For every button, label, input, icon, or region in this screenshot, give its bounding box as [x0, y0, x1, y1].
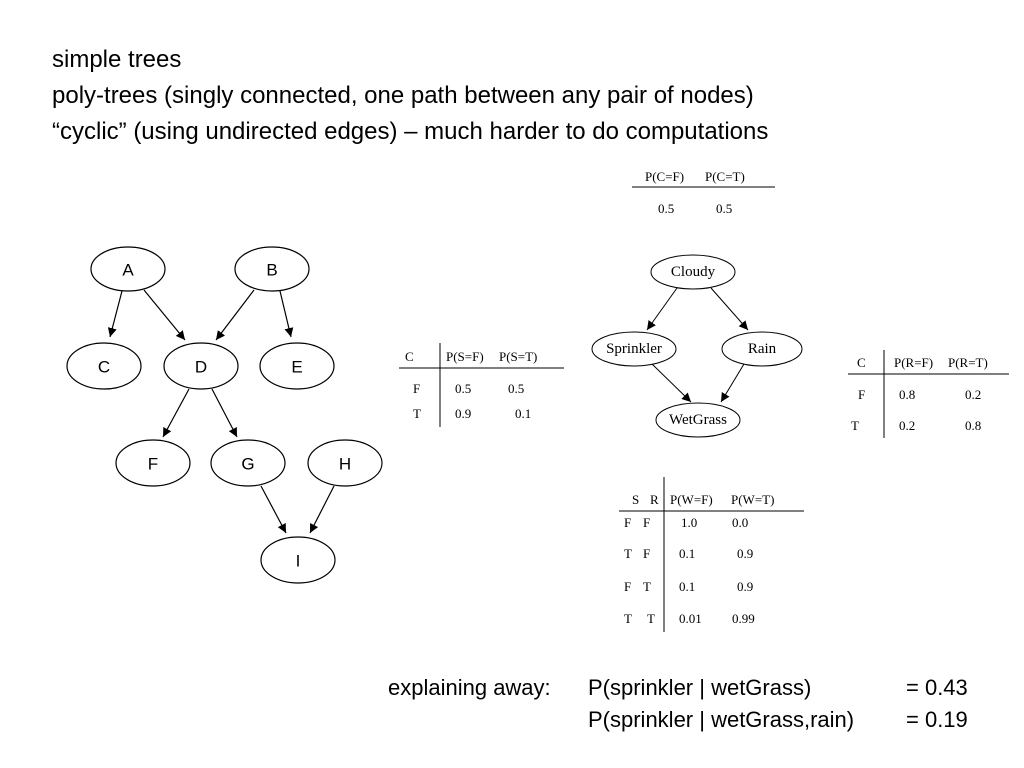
cpt-cloudy-table: P(C=F) P(C=T) 0.5 0.5 [632, 169, 775, 216]
cpt-cloudy-value-cf: 0.5 [658, 201, 674, 216]
node-label-f: F [148, 455, 158, 474]
cpt-sprinkler-cell-1-0: T [413, 406, 421, 421]
cpt-sprinkler-cell-0-2: 0.5 [508, 381, 524, 396]
cpt-rain-cell-1-0: T [851, 418, 859, 433]
cpt-sprinkler-header-sf: P(S=F) [446, 349, 484, 364]
cpt-sprinkler-table: C P(S=F) P(S=T) F 0.5 0.5 T 0.9 0.1 [399, 343, 564, 427]
cpt-rain-header-rt: P(R=T) [948, 355, 988, 370]
sprinkler-network: Cloudy Sprinkler Rain WetGrass [591, 254, 803, 438]
cpt-wetgrass-header-wt: P(W=T) [731, 492, 774, 507]
cpt-wetgrass-cell-3-1: T [647, 611, 655, 626]
node-label-d: D [195, 358, 207, 377]
node-label-sprinkler: Sprinkler [606, 341, 662, 357]
polytree-edges [107, 289, 335, 534]
cpt-wetgrass-cell-2-1: T [643, 579, 651, 594]
cpt-wetgrass-cell-1-3: 0.9 [737, 546, 753, 561]
cpt-rain-cell-1-1: 0.2 [899, 418, 915, 433]
cpt-rain-header-rf: P(R=F) [894, 355, 933, 370]
edge-cloudy-rain [710, 287, 749, 331]
cpt-wetgrass-cell-0-2: 1.0 [681, 515, 697, 530]
edge-rain-wetgrass [720, 363, 745, 403]
cpt-rain-cell-0-1: 0.8 [899, 387, 915, 402]
edge-d-f [162, 388, 190, 438]
cpt-cloudy-header-cf: P(C=F) [645, 169, 684, 184]
cpt-wetgrass-cell-3-0: T [624, 611, 632, 626]
cpt-cloudy-header-ct: P(C=T) [705, 169, 745, 184]
cpt-wetgrass-cell-1-2: 0.1 [679, 546, 695, 561]
node-label-wetgrass: WetGrass [669, 412, 727, 428]
node-rain [721, 331, 803, 367]
headline: simple trees poly-trees (singly connecte… [52, 42, 768, 150]
cpt-sprinkler-header-c: C [405, 349, 414, 364]
cpt-wetgrass-cell-1-1: F [643, 546, 650, 561]
headline-line-simple-trees: simple trees [52, 46, 182, 73]
node-g [210, 439, 286, 487]
node-label-h: H [339, 455, 351, 474]
cpt-wetgrass-cell-3-3: 0.99 [732, 611, 755, 626]
node-wetgrass [655, 402, 741, 438]
node-label-rain: Rain [748, 341, 777, 357]
cpt-wetgrass-header-r: R [650, 492, 659, 507]
cpt-sprinkler-cell-0-1: 0.5 [455, 381, 471, 396]
node-cloudy [650, 254, 736, 290]
edge-cloudy-sprinkler [646, 287, 678, 331]
cpt-rain-cell-0-0: F [858, 387, 865, 402]
cpt-wetgrass-cell-2-2: 0.1 [679, 579, 695, 594]
node-f [115, 439, 191, 487]
edge-g-i [260, 485, 287, 534]
node-c [66, 342, 142, 390]
cpt-wetgrass-cell-3-2: 0.01 [679, 611, 702, 626]
node-label-a: A [122, 261, 134, 280]
cpt-wetgrass-cell-2-3: 0.9 [737, 579, 753, 594]
cpt-wetgrass-cell-2-0: F [624, 579, 631, 594]
node-label-e: E [291, 358, 302, 377]
node-label-i: I [296, 552, 301, 571]
node-a [90, 246, 166, 292]
edge-b-e [279, 290, 294, 338]
cpt-sprinkler-cell-0-0: F [413, 381, 420, 396]
cpt-wetgrass-cell-0-1: F [643, 515, 650, 530]
node-d [163, 342, 239, 390]
node-e [259, 342, 335, 390]
headline-line-poly-trees: poly-trees (singly connected, one path b… [52, 82, 754, 109]
explaining-away-expr-2: P(sprinkler | wetGrass,rain) [588, 707, 855, 732]
headline-line-cyclic: “cyclic” (using undirected edges) – much… [52, 118, 769, 145]
polytree-graph: A B C D E F G H I [66, 246, 383, 584]
cpt-sprinkler-cell-1-1: 0.9 [455, 406, 471, 421]
cpt-rain-cell-1-2: 0.8 [965, 418, 981, 433]
cpt-rain-table: C P(R=F) P(R=T) F 0.8 0.2 T 0.2 0.8 [848, 350, 1009, 438]
edge-a-c [107, 290, 123, 338]
cpt-wetgrass-cell-0-0: F [624, 515, 631, 530]
explaining-away-label: explaining away: [388, 675, 551, 700]
explaining-away-value-1: = 0.43 [906, 675, 968, 700]
node-label-g: G [241, 455, 254, 474]
cpt-rain-cell-0-2: 0.2 [965, 387, 981, 402]
cpt-cloudy-value-ct: 0.5 [716, 201, 732, 216]
node-label-c: C [98, 358, 110, 377]
cpt-wetgrass-header-s: S [632, 492, 639, 507]
node-i [260, 536, 336, 584]
explaining-away-value-2: = 0.19 [906, 707, 968, 732]
node-label-cloudy: Cloudy [671, 264, 716, 280]
cpt-wetgrass-cell-0-3: 0.0 [732, 515, 748, 530]
cpt-wetgrass-header-wf: P(W=F) [670, 492, 713, 507]
cpt-sprinkler-header-st: P(S=T) [499, 349, 537, 364]
network-edges [646, 287, 749, 403]
cpt-wetgrass-table: S R P(W=F) P(W=T) F F 1.0 0.0 T F 0.1 0.… [619, 477, 804, 632]
edge-d-g [211, 388, 238, 438]
edge-h-i [309, 485, 335, 534]
node-label-b: B [266, 261, 277, 280]
node-b [234, 246, 310, 292]
cpt-rain-header-c: C [857, 355, 866, 370]
cpt-wetgrass-cell-1-0: T [624, 546, 632, 561]
edge-b-d [215, 289, 255, 341]
edge-sprinkler-wetgrass [651, 363, 692, 403]
node-sprinkler [591, 331, 677, 367]
edge-a-d [143, 289, 186, 341]
cpt-sprinkler-cell-1-2: 0.1 [515, 406, 531, 421]
node-h [307, 439, 383, 487]
explaining-away-expr-1: P(sprinkler | wetGrass) [588, 675, 812, 700]
